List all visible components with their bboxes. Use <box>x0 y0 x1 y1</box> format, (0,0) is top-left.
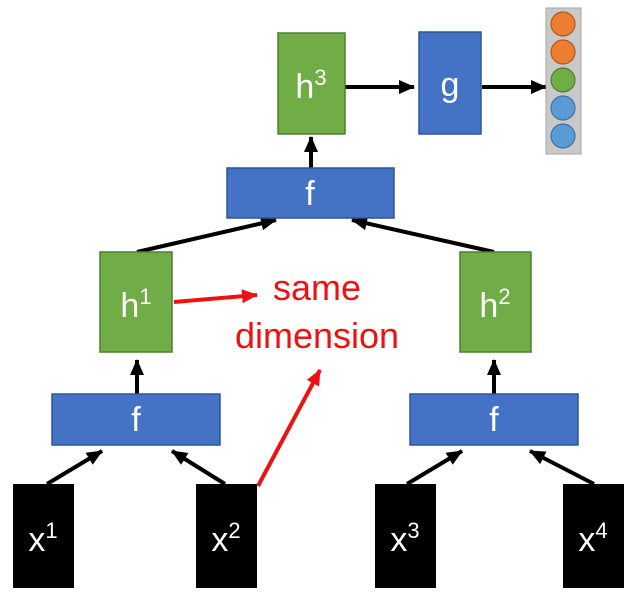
input-x2-label: x2 <box>211 518 240 559</box>
input-x3-box <box>375 484 436 588</box>
left-f-label: f <box>131 401 141 439</box>
right-f-box <box>409 393 579 446</box>
g-label: g <box>441 66 460 104</box>
output-cell-4 <box>550 95 576 121</box>
top-f-node: f <box>226 167 395 219</box>
annotation-line-2: dimension <box>235 315 399 356</box>
annotation-line-1: same <box>273 267 361 308</box>
top-f-box <box>226 167 395 219</box>
input-x1-label: x1 <box>28 518 57 559</box>
edge-x4-to-right-f <box>529 449 595 486</box>
hidden-h2: h2 <box>459 251 532 353</box>
hidden-h1-box <box>99 251 173 353</box>
annotation-arrows <box>173 289 322 487</box>
input-x2-box <box>196 484 257 588</box>
hidden-h3: h3 <box>277 32 346 135</box>
hidden-h3-box <box>277 32 346 135</box>
input-x3-label: x3 <box>390 518 419 559</box>
edge-h1-to-top-f <box>136 216 277 254</box>
same-dimension-annotation: same dimension <box>235 267 399 356</box>
output-cell-1 <box>550 11 576 37</box>
output-cell-2 <box>550 39 576 65</box>
hidden-h3-label: h3 <box>295 65 326 106</box>
x2-to-annotation-arrow <box>256 369 322 487</box>
input-x1: x1 <box>13 484 74 588</box>
right-f-label: f <box>489 401 499 439</box>
hidden-h1-label: h1 <box>120 284 151 325</box>
h1-to-annotation-arrow <box>173 289 258 304</box>
left-f-node: f <box>51 393 221 446</box>
edge-x1-to-left-f <box>45 449 104 486</box>
hidden-h2-box <box>459 251 532 353</box>
hidden-h2-label: h2 <box>479 284 510 325</box>
right-f-node: f <box>409 393 579 446</box>
edges <box>45 80 595 486</box>
top-f-label: f <box>305 175 315 213</box>
output-cell-3 <box>550 67 576 93</box>
edge-x2-to-left-f <box>170 449 227 486</box>
hidden-h1: h1 <box>99 251 173 353</box>
output-vector <box>545 7 582 155</box>
input-x4-label: x4 <box>578 518 607 559</box>
input-x3: x3 <box>375 484 436 588</box>
input-x1-box <box>13 484 74 588</box>
input-x4: x4 <box>563 484 624 588</box>
input-x4-box <box>563 484 624 588</box>
input-x2: x2 <box>196 484 257 588</box>
edge-x3-to-right-f <box>405 449 464 486</box>
edge-h2-to-top-f <box>351 216 495 254</box>
output-cell-5 <box>550 123 576 149</box>
g-box <box>418 31 482 135</box>
g-node: g <box>418 31 482 135</box>
left-f-box <box>51 393 221 446</box>
